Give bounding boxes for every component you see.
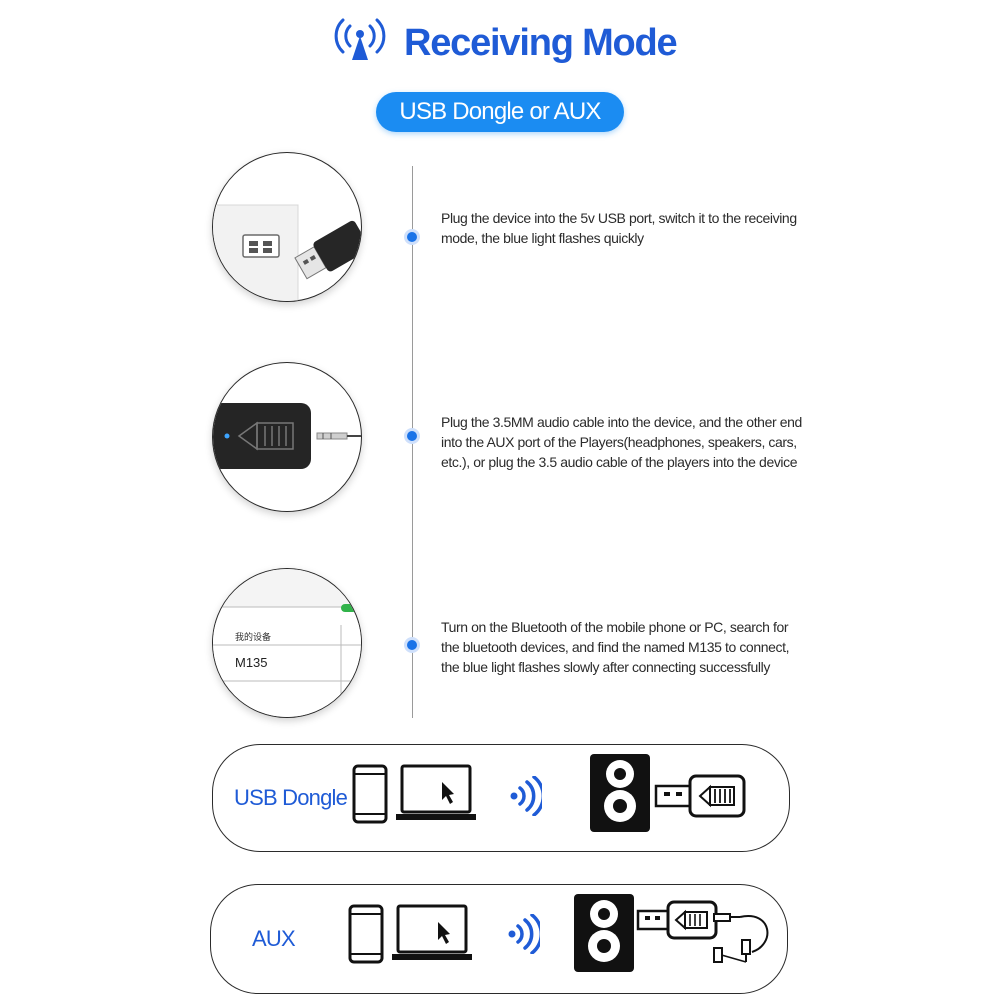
aux-card-label: AUX xyxy=(252,926,296,951)
device-list-heading: 我的设备 xyxy=(235,632,272,642)
phone-icon xyxy=(348,904,384,969)
speaker-icon xyxy=(588,752,652,841)
aux-cable-icon xyxy=(712,904,774,973)
step-1-dot xyxy=(407,232,417,242)
page-title: Receiving Mode xyxy=(404,22,678,64)
step-1-text: Plug the device into the 5v USB port, sw… xyxy=(441,210,797,246)
usb-dongle-icon xyxy=(636,898,720,947)
bluetooth-device-list-illustration: 我的设备 M135 xyxy=(212,568,362,718)
step-2-dot xyxy=(407,431,417,441)
antenna-signal-icon xyxy=(330,14,390,64)
laptop-icon xyxy=(396,764,476,829)
usb-dongle-icon xyxy=(654,772,748,825)
step-3-text: Turn on the Bluetooth of the mobile phon… xyxy=(441,619,790,675)
speaker-icon xyxy=(572,892,636,981)
mode-pill: USB Dongle or AUX xyxy=(376,92,624,132)
aux-cable-illustration xyxy=(212,362,362,512)
timeline-line xyxy=(412,166,413,718)
usb-dongle-card-label: USB Dongle xyxy=(234,785,348,810)
phone-icon xyxy=(352,764,388,829)
usb-port-illustration xyxy=(212,152,362,302)
step-3-dot xyxy=(407,640,417,650)
step-2-text: Plug the 3.5MM audio cable into the devi… xyxy=(441,414,802,470)
device-name: M135 xyxy=(235,655,268,670)
wireless-signal-icon xyxy=(506,913,544,959)
laptop-icon xyxy=(392,904,472,969)
wireless-signal-icon xyxy=(508,775,546,821)
